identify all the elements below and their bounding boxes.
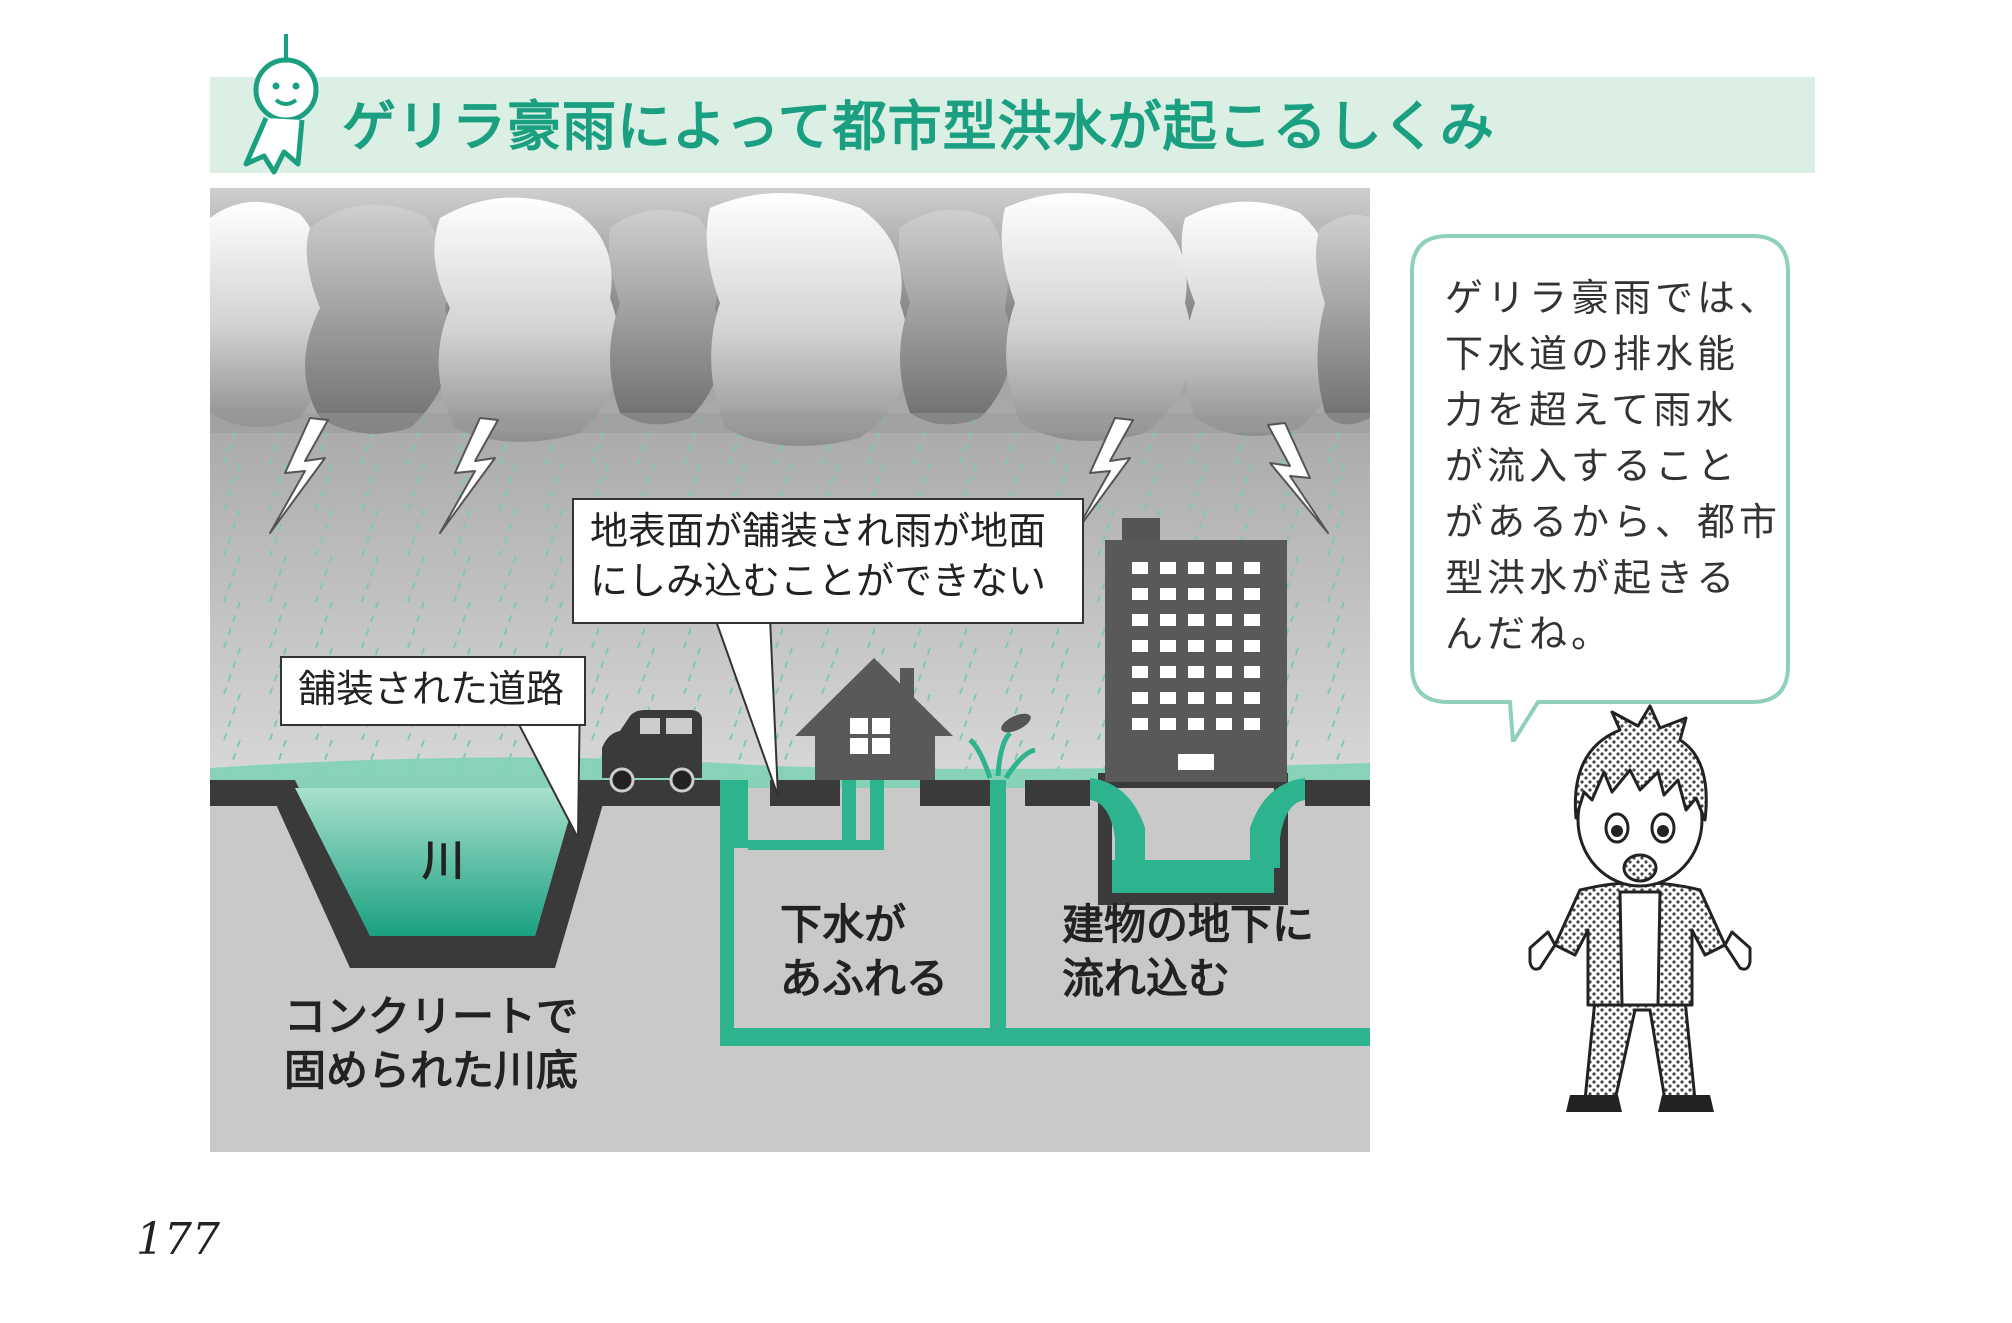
lightning-icon xyxy=(439,417,499,534)
boy-character xyxy=(1528,704,1752,1112)
basement-label-line-1: 建物の地下に xyxy=(1062,900,1315,949)
sewage-label-line-2: あふれる xyxy=(780,954,949,1003)
speech-line: が流入すること xyxy=(1445,444,1740,488)
callout-surface-line-1: 地表面が舗装され雨が地面 xyxy=(590,509,1047,553)
page-title: ゲリラ豪雨によって都市型洪水が起こるしくみ xyxy=(342,95,1495,158)
flooded-basement xyxy=(1112,860,1274,893)
lightning-icon xyxy=(269,417,329,534)
lightning-icon xyxy=(1074,417,1134,534)
river-label: 川 xyxy=(422,836,465,885)
page-number: 177 xyxy=(136,1214,220,1265)
riverbed-label-line-2: 固められた川底 xyxy=(284,1046,579,1095)
paved-surface xyxy=(210,780,1370,806)
speech-line: ゲリラ豪雨では、 xyxy=(1445,276,1782,320)
basement-label: 建物の地下に 流れ込む xyxy=(1062,898,1314,1006)
river-water xyxy=(295,788,578,936)
callout-road-label: 舗装された道路 xyxy=(298,667,565,711)
overflow-splash xyxy=(968,731,1036,780)
speech-text: ゲリラ豪雨では、 下水道の排水能 力を超えて雨水 が流入すること があるから、都… xyxy=(1445,270,1785,662)
speech-bubble xyxy=(1410,234,1790,742)
sewage-label: 下水が あふれる xyxy=(780,898,948,1006)
sewage-label-line-1: 下水が xyxy=(780,900,907,949)
sewer-pipe xyxy=(720,780,1370,1046)
concrete-riverbed xyxy=(265,780,610,968)
riverbed-label: コンクリートで 固められた川底 xyxy=(284,990,578,1098)
lightning-icon xyxy=(1267,422,1329,534)
basement-label-line-2: 流れ込む xyxy=(1062,954,1231,1003)
speech-line: 型洪水が起きる xyxy=(1445,556,1739,600)
flood-mechanism-illustration xyxy=(210,188,1370,1152)
manhole-cover xyxy=(1001,713,1031,733)
car-icon xyxy=(602,710,702,793)
speech-line: 力を超えて雨水 xyxy=(1445,388,1738,432)
callout-road: 舗装された道路 xyxy=(280,656,586,726)
building-icon xyxy=(1105,518,1287,782)
cloud-icon xyxy=(210,188,1370,446)
riverbed-label-line-1: コンクリートで xyxy=(284,992,579,1041)
callout-surface-line-2: にしみ込むことができない xyxy=(590,559,1047,603)
teru-teru-bozu-icon xyxy=(243,34,319,175)
speech-line: 下水道の排水能 xyxy=(1445,332,1740,376)
callout-surface: 地表面が舗装され雨が地面 にしみ込むことができない xyxy=(572,498,1084,624)
speech-line: んだね。 xyxy=(1445,612,1614,656)
title-band xyxy=(210,77,1815,173)
house-icon xyxy=(795,658,953,780)
speech-line: があるから、都市 xyxy=(1445,500,1782,544)
